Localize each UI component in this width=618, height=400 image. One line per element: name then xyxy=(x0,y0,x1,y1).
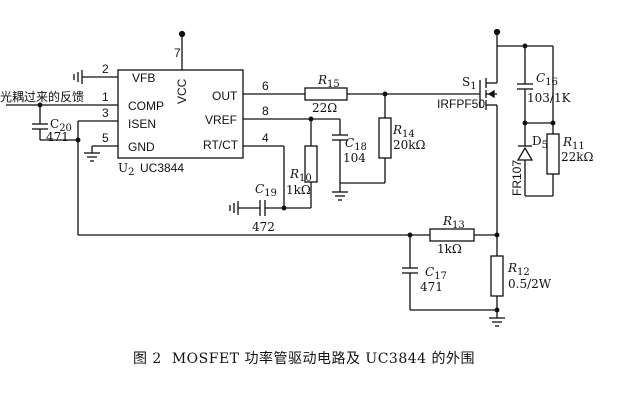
c18-value: 104 xyxy=(343,151,366,165)
c19-ref: C19 xyxy=(255,182,277,199)
c18-ref: C18 xyxy=(345,136,367,153)
c19-value: 472 xyxy=(252,220,275,234)
figure-caption: 图 2 MOSFET 功率管驱动电路及 UC3844 的外围 xyxy=(0,348,618,368)
feedback-input-label: 光耦过来的反馈 xyxy=(0,89,84,104)
pin-label-out: OUT xyxy=(212,89,238,103)
d5-ref: D5 xyxy=(532,134,548,151)
r11-ref: R11 xyxy=(562,135,585,152)
r13-ref: R13 xyxy=(442,214,465,231)
pin-label-isen: ISEN xyxy=(128,117,156,131)
r13-value: 1kΩ xyxy=(437,242,462,256)
chip-name-label: UC3844 xyxy=(140,161,184,175)
c16-ref: C16 xyxy=(536,71,558,88)
figure-title: MOSFET 功率管驱动电路及 UC3844 的外围 xyxy=(171,351,476,367)
c20-ref: C20 xyxy=(50,117,72,134)
r10-value: 1kΩ xyxy=(286,183,311,197)
pin-number-6: 6 xyxy=(262,79,269,93)
pin-number-8: 8 xyxy=(262,104,269,118)
pin-label-comp: COMP xyxy=(128,99,164,113)
pin-number-1: 1 xyxy=(102,90,109,104)
r10-ref: R10 xyxy=(289,167,312,184)
pin-label-vfb: VFB xyxy=(132,71,155,85)
pin-label-rtct: RT/CT xyxy=(203,138,239,152)
r12-value: 0.5/2W xyxy=(508,277,552,291)
d5-part: FR107 xyxy=(510,160,524,196)
pin-number-7: 7 xyxy=(174,46,181,60)
uc3844-chip-body xyxy=(117,69,244,159)
c17-ref: C17 xyxy=(425,265,447,282)
c20-value: 471 xyxy=(46,130,69,144)
pin-label-vcc: VCC xyxy=(175,78,189,104)
pin-number-3: 3 xyxy=(102,106,109,120)
c17-value: 471 xyxy=(420,280,443,294)
r15-ref: R15 xyxy=(317,73,340,90)
pin-label-gnd: GND xyxy=(128,140,155,154)
pin-number-4: 4 xyxy=(262,131,269,145)
pin-number-5: 5 xyxy=(102,131,109,145)
r14-value: 20kΩ xyxy=(393,138,426,152)
c16-value: 103/1K xyxy=(527,91,572,105)
r14-ref: R14 xyxy=(392,123,415,140)
pin-label-vref: VREF xyxy=(205,113,237,127)
pin-number-2: 2 xyxy=(102,62,109,76)
r11-value: 22kΩ xyxy=(561,150,594,164)
r12-ref: R12 xyxy=(507,261,530,278)
s1-ref: S1 xyxy=(462,75,477,92)
figure-number: 图 2 xyxy=(132,351,162,367)
s1-part: IRFPF50 xyxy=(437,97,485,111)
r15-value: 22Ω xyxy=(312,101,337,115)
chip-ref-label: U2 xyxy=(118,161,135,178)
